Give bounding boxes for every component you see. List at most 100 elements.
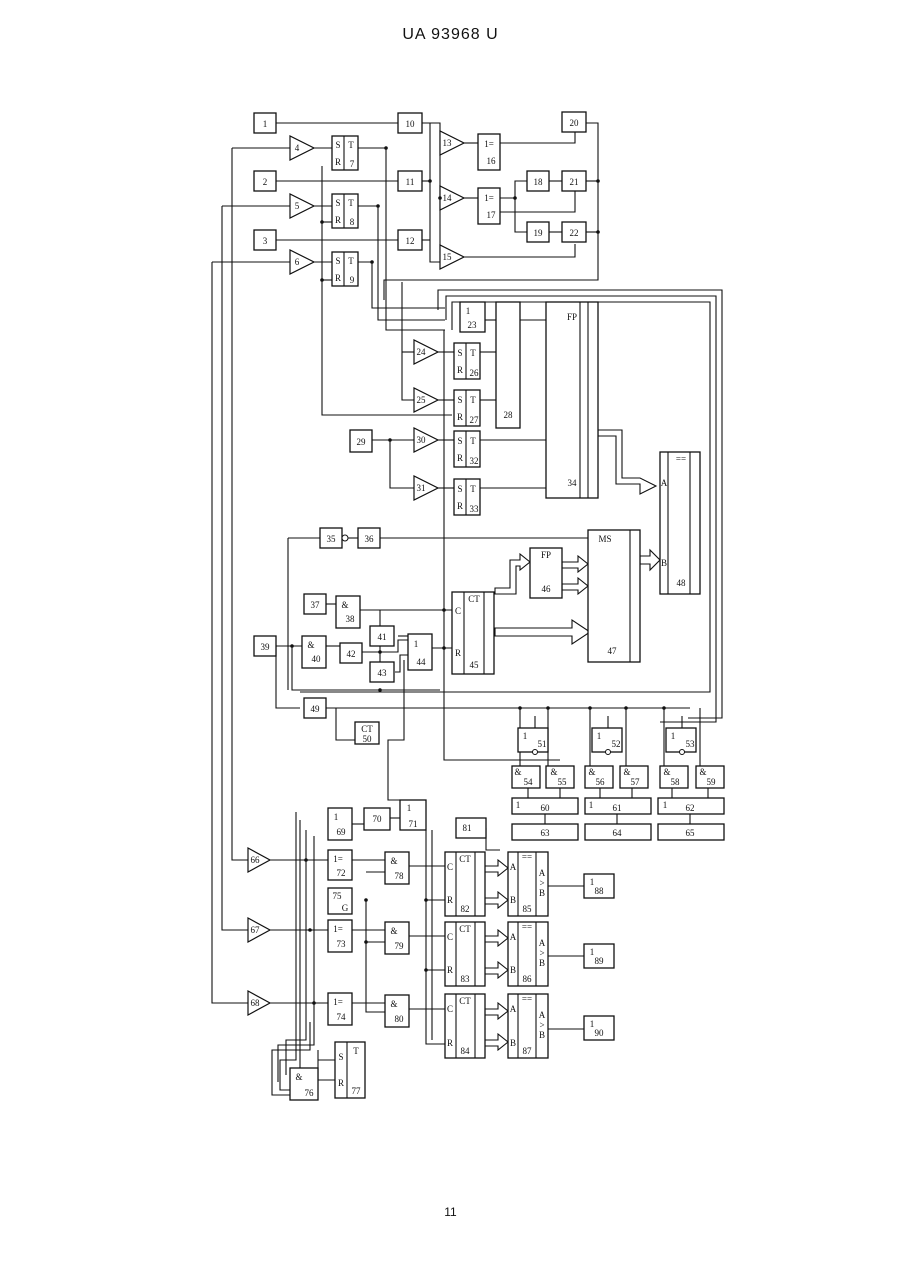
svg-text:17: 17 xyxy=(487,210,497,220)
svg-text:31: 31 xyxy=(417,483,426,493)
svg-text:T: T xyxy=(470,436,476,446)
block-39: 39 xyxy=(254,636,276,656)
svg-text:G: G xyxy=(342,903,349,913)
svg-text:T: T xyxy=(348,198,354,208)
svg-text:&: & xyxy=(588,767,595,777)
register-28: 28 xyxy=(496,302,520,428)
and-55: & 55 xyxy=(546,766,574,788)
svg-text:70: 70 xyxy=(373,814,383,824)
svg-text:T: T xyxy=(470,348,476,358)
amplifier-5: 5 xyxy=(290,194,314,218)
or-23: 1 23 xyxy=(460,302,485,332)
block-2: 2 xyxy=(254,171,276,191)
and-56: & 56 xyxy=(585,766,613,788)
amplifier-67: 67 xyxy=(248,918,270,942)
block-65: 65 xyxy=(658,824,724,840)
svg-text:B: B xyxy=(510,895,516,905)
svg-text:24: 24 xyxy=(417,347,427,357)
svg-text:S: S xyxy=(457,395,462,405)
svg-text:S: S xyxy=(338,1052,343,1062)
svg-text:80: 80 xyxy=(395,1014,405,1024)
svg-text:&: & xyxy=(390,999,397,1009)
svg-text:1: 1 xyxy=(671,731,676,741)
svg-text:12: 12 xyxy=(406,236,415,246)
amplifier-25: 25 xyxy=(414,388,438,412)
svg-text:11: 11 xyxy=(406,177,415,187)
svg-text:83: 83 xyxy=(461,974,471,984)
svg-text:>: > xyxy=(539,948,544,958)
block-12: 12 xyxy=(398,230,422,250)
counter-45: CT C R 45 xyxy=(452,592,494,674)
svg-text:&: & xyxy=(699,767,706,777)
svg-text:B: B xyxy=(510,1038,516,1048)
svg-text:75: 75 xyxy=(333,891,343,901)
or-52: 1 52 xyxy=(592,728,622,755)
block-1: 1 xyxy=(254,113,276,133)
svg-text:10: 10 xyxy=(406,119,416,129)
block-41: 41 xyxy=(370,626,394,646)
svg-text:S: S xyxy=(457,348,462,358)
svg-text:CT: CT xyxy=(468,594,480,604)
svg-text:47: 47 xyxy=(608,646,618,656)
svg-text:60: 60 xyxy=(541,803,551,813)
svg-text:S: S xyxy=(335,256,340,266)
svg-text:71: 71 xyxy=(409,819,418,829)
amplifier-31: 31 xyxy=(414,476,438,500)
svg-text:==: == xyxy=(676,454,686,464)
or-53: 1 53 xyxy=(666,728,696,755)
fp-46: FP 46 xyxy=(530,548,562,598)
svg-text:36: 36 xyxy=(365,534,375,544)
svg-text:84: 84 xyxy=(461,1046,471,1056)
svg-text:67: 67 xyxy=(251,925,261,935)
or-60: 1 60 xyxy=(512,798,578,814)
svg-text:40: 40 xyxy=(312,654,322,664)
svg-text:82: 82 xyxy=(461,904,470,914)
svg-text:1=: 1= xyxy=(484,193,494,203)
and-76: & 76 xyxy=(290,1068,318,1100)
and-40: & 40 xyxy=(302,636,326,668)
svg-text:21: 21 xyxy=(570,177,579,187)
svg-text:S: S xyxy=(335,140,340,150)
or-90: 1 90 xyxy=(584,1016,614,1040)
counter-84: CT C R 84 xyxy=(445,994,485,1058)
svg-text:34: 34 xyxy=(568,478,578,488)
or-51: 1 51 xyxy=(518,728,548,755)
and-54: & 54 xyxy=(512,766,540,788)
svg-text:FP: FP xyxy=(567,312,577,322)
svg-text:58: 58 xyxy=(671,777,681,787)
xor-72: 1= 72 xyxy=(328,850,352,880)
svg-text:R: R xyxy=(335,215,341,225)
svg-text:>: > xyxy=(539,878,544,888)
and-79: & 79 xyxy=(385,922,409,954)
fp-34: FP 34 xyxy=(546,302,598,498)
svg-text:81: 81 xyxy=(463,823,472,833)
svg-text:CT: CT xyxy=(361,724,373,734)
svg-text:R: R xyxy=(335,157,341,167)
svg-text:7: 7 xyxy=(350,159,355,169)
svg-text:B: B xyxy=(510,965,516,975)
xor-17: 1= 17 xyxy=(478,188,500,224)
svg-text:32: 32 xyxy=(470,456,479,466)
svg-text:25: 25 xyxy=(417,395,427,405)
svg-text:1: 1 xyxy=(523,731,528,741)
block-3: 3 xyxy=(254,230,276,250)
trigger-27: S R T 27 xyxy=(454,390,480,426)
or-89: 1 89 xyxy=(584,944,614,968)
svg-text:1=: 1= xyxy=(333,924,343,934)
block-22: 22 xyxy=(562,222,586,242)
trigger-33: S R T 33 xyxy=(454,479,480,515)
svg-text:74: 74 xyxy=(337,1012,347,1022)
svg-text:CT: CT xyxy=(459,924,471,934)
svg-text:&: & xyxy=(295,1072,302,1082)
svg-text:T: T xyxy=(348,256,354,266)
svg-text:41: 41 xyxy=(378,632,387,642)
svg-text:R: R xyxy=(447,965,453,975)
svg-text:43: 43 xyxy=(378,668,388,678)
svg-text:73: 73 xyxy=(337,939,347,949)
svg-text:T: T xyxy=(470,484,476,494)
svg-text:1: 1 xyxy=(516,800,521,810)
svg-text:1: 1 xyxy=(466,306,471,316)
trigger-8: S R T 8 xyxy=(332,194,358,228)
or-69: 1 69 xyxy=(328,808,352,840)
